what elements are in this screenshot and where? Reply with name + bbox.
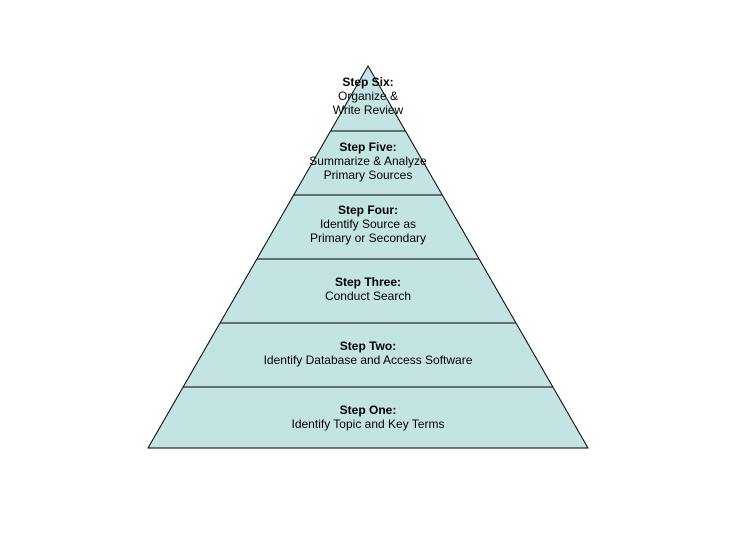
level-title: Step Three: bbox=[334, 275, 401, 289]
level-title: Step Five: bbox=[339, 140, 397, 154]
level-description: Summarize & Analyze Primary Sources bbox=[309, 154, 427, 182]
level-step-two: Step Two: Identify Database and Access S… bbox=[148, 339, 588, 367]
level-step-one: Step One: Identify Topic and Key Terms bbox=[148, 403, 588, 431]
pyramid-shape bbox=[147, 64, 589, 449]
level-title: Step Six: bbox=[342, 75, 394, 89]
level-title: Step One: bbox=[339, 403, 397, 417]
level-description: Conduct Search bbox=[324, 289, 412, 303]
level-description: Organize & Write Review bbox=[332, 89, 404, 117]
level-step-five: Step Five: Summarize & Analyze Primary S… bbox=[148, 140, 588, 182]
level-title: Step Two: bbox=[339, 339, 397, 353]
level-step-six: Step Six: Organize & Write Review bbox=[148, 75, 588, 117]
level-title: Step Four: bbox=[338, 203, 398, 217]
level-description: Identify Database and Access Software bbox=[263, 353, 473, 367]
level-step-three: Step Three: Conduct Search bbox=[148, 275, 588, 303]
level-description: Identify Source as Primary or Secondary bbox=[309, 217, 427, 245]
level-step-four: Step Four: Identify Source as Primary or… bbox=[148, 203, 588, 245]
level-description: Identify Topic and Key Terms bbox=[291, 417, 445, 431]
